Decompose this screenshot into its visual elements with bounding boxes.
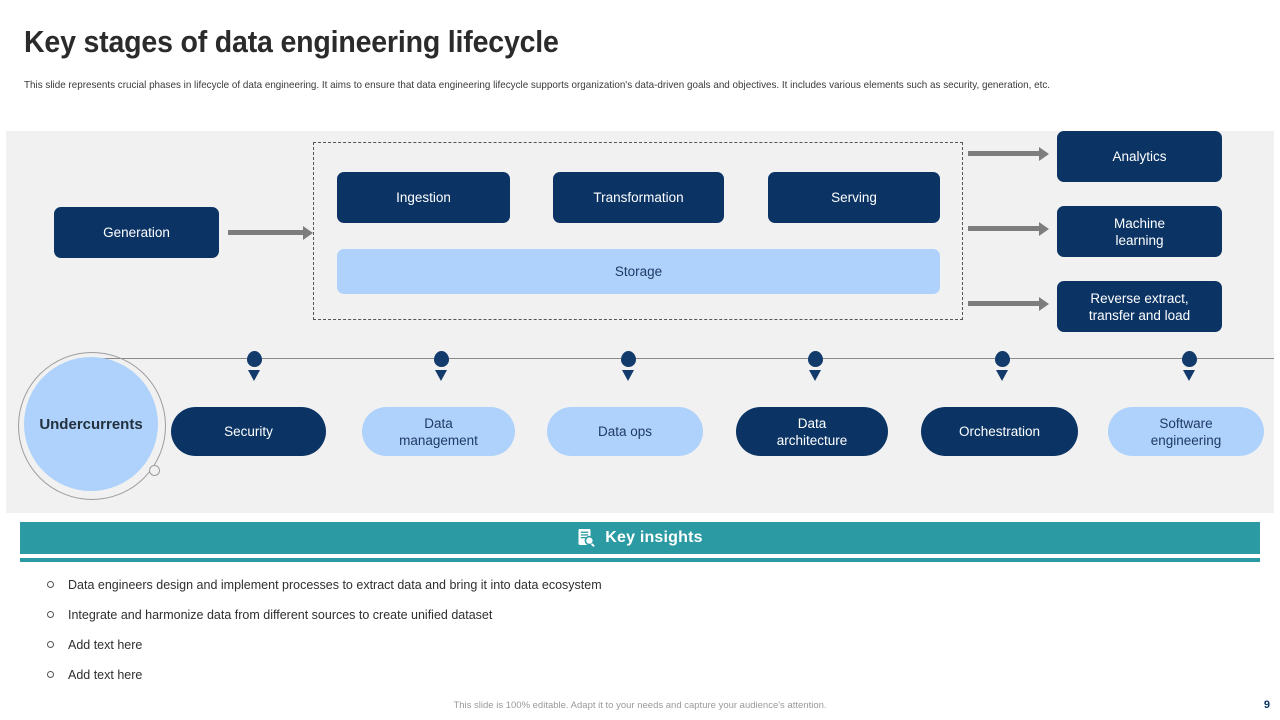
arrow-generation-to-pipeline [228, 225, 313, 240]
key-insights-title: Key insights [605, 529, 703, 546]
key-insights-underline [20, 558, 1260, 562]
pin-dot-icon [246, 351, 262, 367]
undercurrent-security-label: Security [224, 424, 273, 439]
node-serving-label: Serving [831, 190, 877, 205]
node-transformation[interactable]: Transformation [553, 172, 724, 223]
undercurrent-data-architecture[interactable]: Data architecture [736, 407, 888, 456]
pin-triangle-icon [435, 370, 447, 381]
undercurrent-data-architecture-label: Data architecture [777, 415, 848, 449]
arrow-pipeline-to-machine-learning [968, 221, 1049, 236]
key-insights-bar: Key insights [20, 522, 1260, 554]
diagram-panel: Generation Ingestion Transformation Serv… [6, 131, 1274, 513]
node-machine-learning-line2: learning [1115, 232, 1164, 248]
pin-triangle-icon [248, 370, 260, 381]
document-magnifier-icon [577, 528, 596, 548]
bullet-icon [47, 641, 54, 648]
undercurrent-software-engineering-line1: Software [1159, 415, 1213, 431]
undercurrent-software-engineering-label: Software engineering [1151, 415, 1222, 449]
bullet-icon [47, 611, 54, 618]
undercurrent-software-engineering[interactable]: Software engineering [1108, 407, 1264, 456]
timeline-pin-data-ops [620, 351, 636, 381]
undercurrents-timeline [88, 358, 1274, 359]
node-machine-learning-line1: Machine [1113, 215, 1166, 231]
node-ingestion-label: Ingestion [396, 190, 451, 205]
undercurrent-data-management-line2: management [399, 432, 478, 448]
undercurrent-security[interactable]: Security [171, 407, 326, 456]
pin-triangle-icon [996, 370, 1008, 381]
pin-triangle-icon [622, 370, 634, 381]
node-ingestion[interactable]: Ingestion [337, 172, 510, 223]
node-analytics[interactable]: Analytics [1057, 131, 1222, 182]
pin-triangle-icon [1183, 370, 1195, 381]
undercurrent-data-ops[interactable]: Data ops [547, 407, 703, 456]
node-serving[interactable]: Serving [768, 172, 940, 223]
node-generation[interactable]: Generation [54, 207, 219, 258]
undercurrent-data-management-line1: Data [424, 415, 453, 431]
node-generation-label: Generation [103, 225, 170, 240]
node-reverse-etl-label: Reverse extract, transfer and load [1089, 290, 1190, 324]
list-item: Data engineers design and implement proc… [44, 570, 1224, 600]
node-storage-label: Storage [614, 264, 663, 279]
pipeline-dashed-group [313, 142, 963, 320]
pin-dot-icon [1181, 351, 1197, 367]
node-storage[interactable]: Storage [337, 249, 940, 294]
undercurrents-circle[interactable]: Undercurrents [24, 357, 158, 491]
list-item: Integrate and harmonize data from differ… [44, 600, 1224, 630]
node-reverse-etl-line2: transfer and load [1088, 307, 1191, 323]
undercurrents-ring-marker-icon [149, 465, 160, 476]
pin-dot-icon [994, 351, 1010, 367]
page-title: Key stages of data engineering lifecycle [24, 24, 559, 59]
pin-dot-icon [807, 351, 823, 367]
footer-note: This slide is 100% editable. Adapt it to… [453, 700, 827, 711]
list-item-text: Add text here [68, 638, 143, 652]
key-insights-list: Data engineers design and implement proc… [44, 570, 1224, 690]
pin-triangle-icon [809, 370, 821, 381]
node-reverse-etl[interactable]: Reverse extract, transfer and load [1057, 281, 1222, 332]
timeline-pin-software-engineering [1181, 351, 1197, 381]
undercurrent-data-ops-label: Data ops [597, 424, 653, 439]
list-item: Add text here [44, 660, 1224, 690]
timeline-pin-data-architecture [807, 351, 823, 381]
undercurrents-ring-decoration [18, 352, 166, 500]
node-analytics-label: Analytics [1112, 149, 1167, 164]
node-reverse-etl-line1: Reverse extract, [1090, 290, 1189, 306]
undercurrent-data-management[interactable]: Data management [362, 407, 515, 456]
timeline-pin-security [246, 351, 262, 381]
pin-dot-icon [433, 351, 449, 367]
node-machine-learning-label: Machine learning [1114, 215, 1165, 249]
list-item-text: Add text here [68, 668, 143, 682]
undercurrent-data-architecture-line2: architecture [776, 432, 848, 448]
timeline-pin-data-management [433, 351, 449, 381]
page-subtitle: This slide represents crucial phases in … [24, 79, 1051, 91]
bullet-icon [47, 671, 54, 678]
list-item-text: Data engineers design and implement proc… [68, 578, 602, 592]
page-number: 9 [1263, 699, 1270, 711]
undercurrent-data-management-label: Data management [399, 415, 478, 449]
arrow-pipeline-to-reverse-etl [968, 296, 1049, 311]
node-transformation-label: Transformation [593, 190, 684, 205]
list-item-text: Integrate and harmonize data from differ… [68, 608, 493, 622]
arrow-pipeline-to-analytics [968, 146, 1049, 161]
undercurrent-data-architecture-line1: Data [797, 415, 827, 431]
undercurrent-orchestration-label: Orchestration [958, 424, 1041, 439]
timeline-pin-orchestration [994, 351, 1010, 381]
pin-dot-icon [620, 351, 636, 367]
list-item: Add text here [44, 630, 1224, 660]
node-machine-learning[interactable]: Machine learning [1057, 206, 1222, 257]
undercurrent-software-engineering-line2: engineering [1150, 432, 1222, 448]
undercurrent-orchestration[interactable]: Orchestration [921, 407, 1078, 456]
bullet-icon [47, 581, 54, 588]
undercurrents-circle-label: Undercurrents [39, 415, 143, 433]
